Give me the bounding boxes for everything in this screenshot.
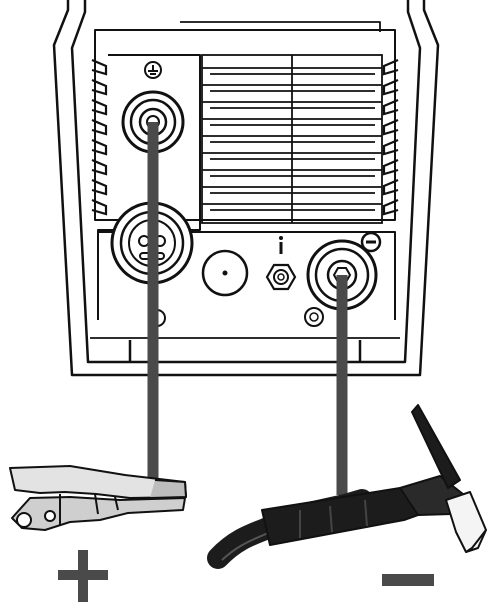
right-fin <box>382 158 399 176</box>
left-fin <box>91 178 108 196</box>
left-fin <box>91 138 108 156</box>
negative-terminal-icon <box>360 231 382 253</box>
left-fin <box>91 98 108 116</box>
left-vent-fins <box>91 58 108 216</box>
blanking-plug <box>201 249 249 297</box>
right-fin <box>382 178 399 196</box>
info-icon <box>279 236 283 254</box>
right-fin <box>382 118 399 136</box>
right-fin <box>382 78 399 96</box>
left-fin <box>91 78 108 96</box>
left-fin <box>91 158 108 176</box>
panel-screw <box>304 307 324 327</box>
right-fin <box>382 98 399 116</box>
negative-polarity-mark <box>382 574 434 586</box>
right-fin <box>382 138 399 156</box>
welder-front-panel <box>52 0 440 377</box>
gas-outlet-nipple <box>265 263 297 291</box>
center-vent-grille <box>201 54 383 224</box>
tig-torch-icon <box>207 404 487 569</box>
left-fin <box>91 58 108 76</box>
right-fin <box>382 198 399 216</box>
left-fin <box>91 118 108 136</box>
positive-polarity-mark <box>58 550 108 602</box>
ground-symbol-icon <box>144 61 162 79</box>
left-fin <box>91 198 108 216</box>
right-fin <box>382 58 399 76</box>
earth-clamp-icon <box>9 465 187 531</box>
right-vent-fins <box>382 58 399 216</box>
